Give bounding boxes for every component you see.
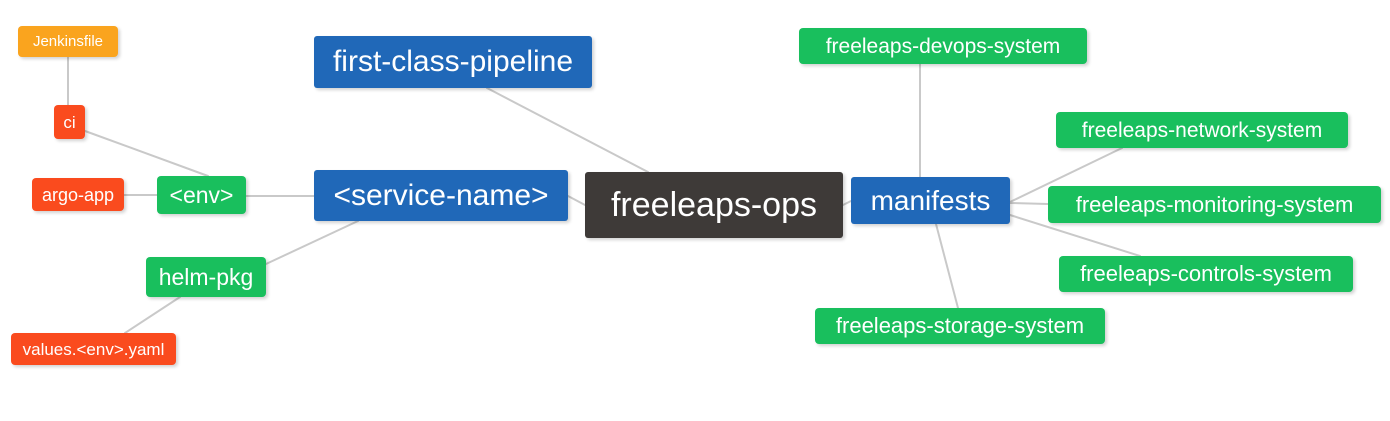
node-first-class-pipeline[interactable]: first-class-pipeline — [314, 36, 592, 88]
node-freeleaps-network-system[interactable]: freeleaps-network-system — [1056, 112, 1348, 148]
edge-freeleaps-ops-to-service-name — [567, 195, 586, 206]
node-argo-app[interactable]: argo-app — [32, 178, 124, 211]
node-freeleaps-storage-system[interactable]: freeleaps-storage-system — [815, 308, 1105, 344]
node-helm-pkg[interactable]: helm-pkg — [146, 257, 266, 297]
node-freeleaps-ops[interactable]: freeleaps-ops — [585, 172, 843, 238]
node-jenkinsfile[interactable]: Jenkinsfile — [18, 26, 118, 57]
edge-freeleaps-ops-to-manifests — [842, 200, 852, 206]
node-freeleaps-controls-system[interactable]: freeleaps-controls-system — [1059, 256, 1353, 292]
edge-env-to-ci — [84, 130, 209, 177]
edge-helm-pkg-to-values-env-yaml — [124, 296, 181, 334]
node-manifests[interactable]: manifests — [851, 177, 1010, 224]
node-freeleaps-devops-system[interactable]: freeleaps-devops-system — [799, 28, 1087, 64]
edge-freeleaps-ops-to-first-class-pipeline — [486, 87, 649, 173]
node-service-name[interactable]: <service-name> — [314, 170, 568, 221]
node-freeleaps-monitoring-system[interactable]: freeleaps-monitoring-system — [1048, 186, 1381, 223]
edge-manifests-to-freeleaps-storage-system — [935, 223, 959, 309]
node-ci[interactable]: ci — [54, 105, 85, 139]
edge-manifests-to-freeleaps-monitoring-system — [1009, 202, 1049, 205]
node-env[interactable]: <env> — [157, 176, 246, 214]
node-values-env-yaml[interactable]: values.<env>.yaml — [11, 333, 176, 365]
edge-service-name-to-helm-pkg — [265, 220, 359, 265]
